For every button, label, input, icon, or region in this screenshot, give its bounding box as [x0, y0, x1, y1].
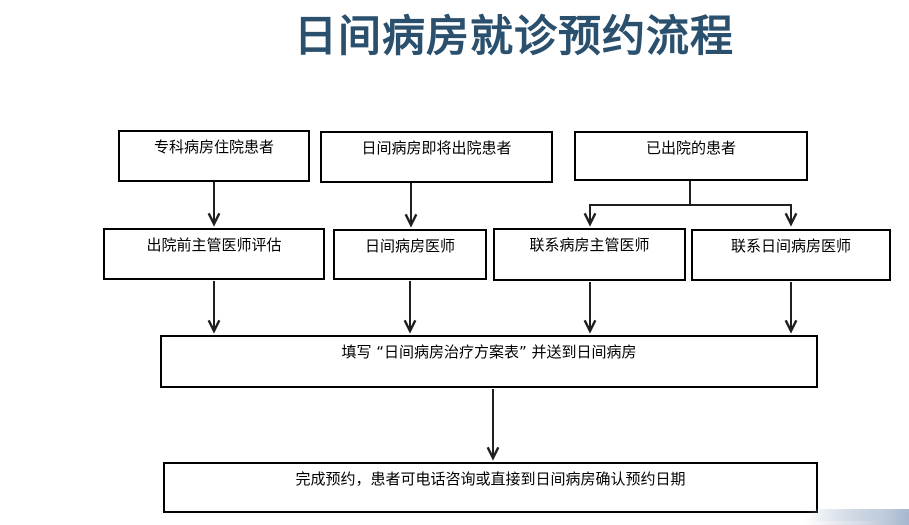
- node-contact-ward-attending-doctor: 联系病房主管医师: [493, 228, 686, 281]
- node-label: 完成预约，患者可电话咨询或直接到日间病房确认预约日期: [295, 470, 686, 488]
- node-day-ward-discharging-patient: 日间病房即将出院患者: [320, 131, 553, 183]
- node-label: 填写 “日间病房治疗方案表” 并送到日间病房: [341, 343, 637, 361]
- node-pre-discharge-evaluation: 出院前主管医师评估: [103, 228, 325, 280]
- node-label: 专科病房住院患者: [153, 138, 274, 156]
- page-title: 日间病房就诊预约流程: [294, 12, 734, 62]
- node-label: 已出院的患者: [645, 139, 736, 157]
- node-contact-day-ward-doctor: 联系日间病房医师: [691, 229, 891, 281]
- corner-accent-soft-decoration: [791, 509, 881, 521]
- node-complete-appointment: 完成预约，患者可电话咨询或直接到日间病房确认预约日期: [163, 462, 818, 513]
- node-specialized-ward-inpatient: 专科病房住院患者: [118, 130, 310, 182]
- node-day-ward-doctor: 日间病房医师: [333, 229, 487, 280]
- node-label: 日间病房医师: [364, 237, 455, 255]
- node-label: 联系日间病房医师: [730, 237, 851, 255]
- node-fill-treatment-plan-form: 填写 “日间病房治疗方案表” 并送到日间病房: [160, 335, 818, 388]
- node-label: 日间病房即将出院患者: [361, 139, 512, 157]
- node-label: 出院前主管医师评估: [146, 236, 282, 254]
- node-label: 联系病房主管医师: [529, 236, 650, 254]
- node-discharged-patient: 已出院的患者: [574, 131, 808, 181]
